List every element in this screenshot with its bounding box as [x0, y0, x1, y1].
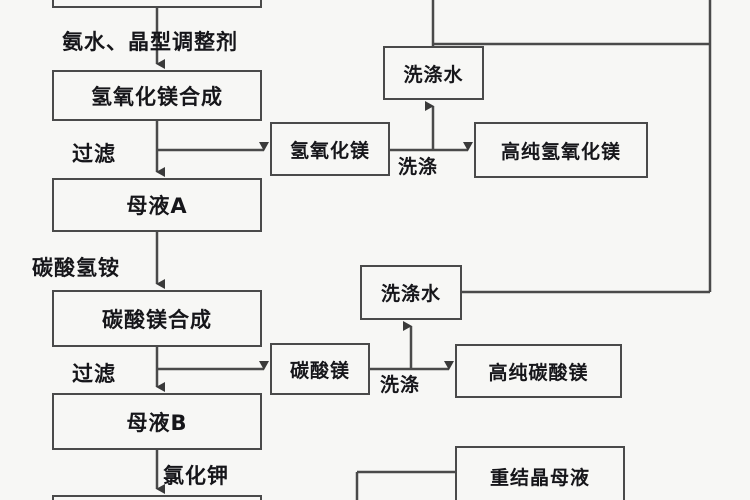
edge-label-ammonia-crystal-modifier: 氨水、晶型调整剂: [62, 30, 238, 54]
edge-label-washing-lower: 洗涤: [380, 374, 421, 396]
edge-label-washing-upper: 洗涤: [398, 156, 439, 178]
node-wash-water-upper[interactable]: 洗涤水: [383, 46, 484, 100]
node-magnesium-hydroxide[interactable]: 氢氧化镁: [270, 122, 390, 176]
node-magnesium-carbonate-synthesis[interactable]: 碳酸镁合成: [52, 290, 262, 347]
edge-label-ammonium-bicarbonate: 碳酸氢铵: [32, 256, 120, 280]
node-mother-liquor-b[interactable]: 母液B: [52, 393, 262, 450]
edge-label-filtration-lower: 过滤: [72, 362, 116, 386]
edge-label-filtration-upper: 过滤: [72, 142, 116, 166]
node-magnesium-carbonate[interactable]: 碳酸镁: [270, 343, 370, 395]
node-top-partial[interactable]: [52, 0, 262, 8]
node-recrystallization-mother-liquor[interactable]: 重结晶母液: [455, 446, 625, 500]
node-bottom-partial[interactable]: [52, 495, 262, 500]
node-mother-liquor-a[interactable]: 母液A: [52, 178, 262, 232]
node-magnesium-hydroxide-synthesis[interactable]: 氢氧化镁合成: [52, 70, 262, 121]
node-high-purity-magnesium-hydroxide[interactable]: 高纯氢氧化镁: [474, 122, 648, 178]
node-high-purity-magnesium-carbonate[interactable]: 高纯碳酸镁: [455, 344, 622, 398]
node-wash-water-lower[interactable]: 洗涤水: [360, 265, 462, 320]
edge-label-potassium-chloride: 氯化钾: [163, 464, 229, 488]
